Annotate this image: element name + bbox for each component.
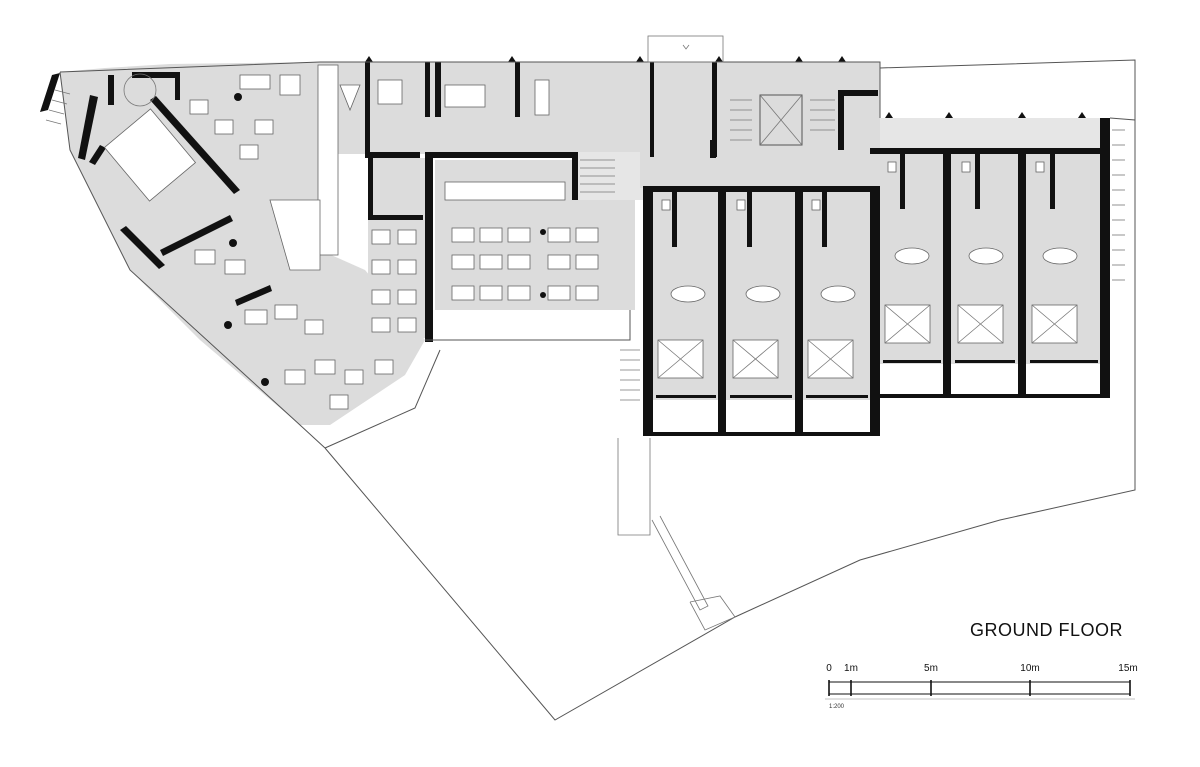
furniture-dining [189, 74, 599, 410]
scale-label-0: 0 [826, 663, 832, 674]
scale-label-10m: 10m [1020, 663, 1039, 674]
scale-label-1m: 1m [844, 663, 858, 674]
floor-areas [60, 62, 1110, 425]
scale-label-15m: 15m [1118, 663, 1137, 674]
walls [40, 56, 1110, 436]
scale-ratio: 1:200 [829, 704, 845, 710]
drawing-title: GROUND FLOOR [970, 620, 1123, 640]
scale-bar: 0 1m 5m 10m 15m 1:200 [825, 663, 1138, 710]
interior-lines [45, 35, 1125, 449]
scale-label-5m: 5m [924, 663, 938, 674]
scale-segment-0-1m [828, 681, 852, 695]
site-outline [324, 59, 1136, 721]
furniture-guest-rooms [657, 161, 1078, 379]
